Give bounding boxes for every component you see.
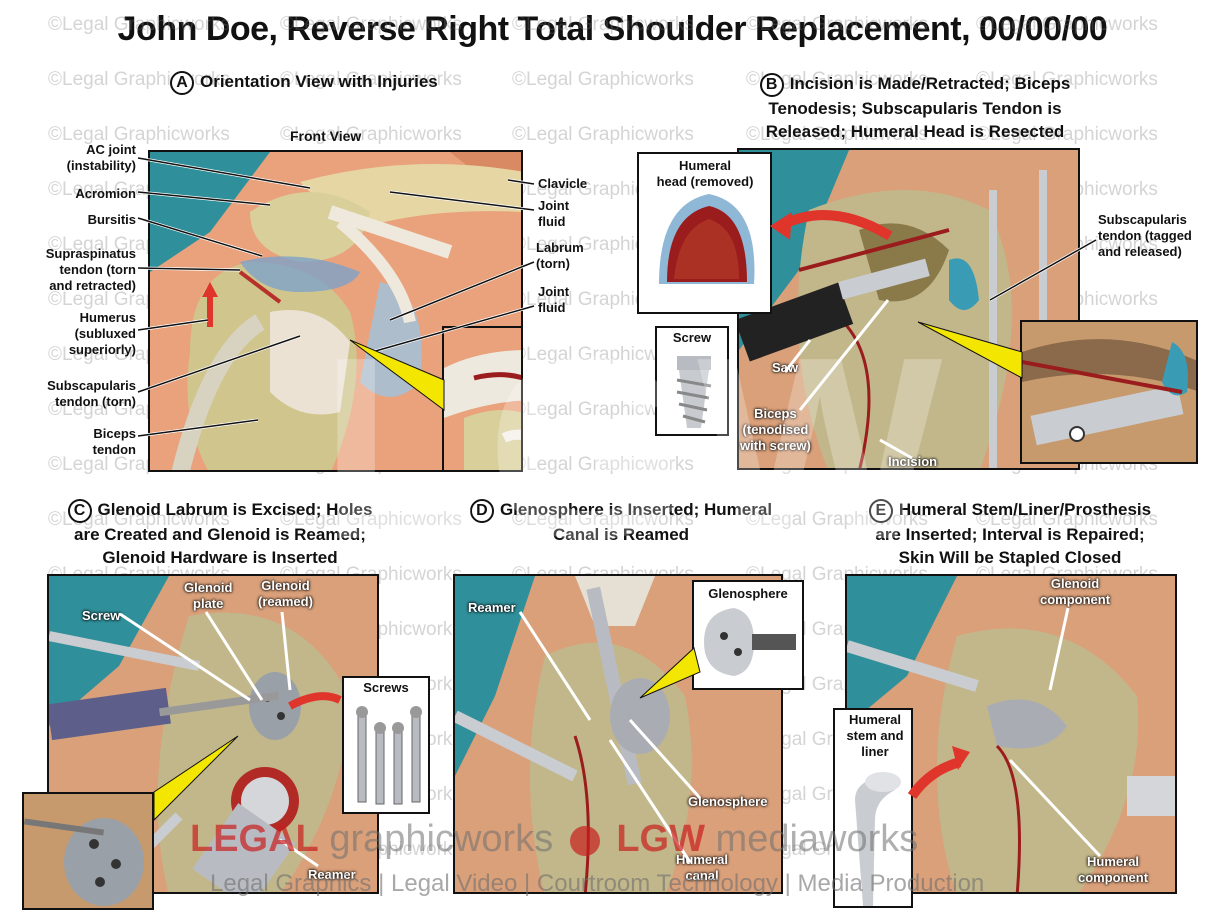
label-glenosphere-inset: Glenosphere [708,586,788,601]
label-glenoid-reamed: Glenoid (reamed) [258,578,313,609]
panel-d-letter: D [469,498,494,523]
screw-inset [655,326,729,436]
play-icon [569,825,600,856]
front-view-label: Front View [290,128,362,144]
label-joint-fluid-1: Joint fluid [538,198,570,229]
watermark-text: ©Legal Graphicworks [512,124,694,145]
panel-e-letter: E [868,498,893,523]
label-screws: Screws [363,680,409,695]
panel-c-zoom-inset [22,792,154,910]
footer-brand: LEGAL graphicworks LGW mediaworks [190,818,918,861]
label-humeral-head: Humeral head (removed) [656,158,754,189]
watermark-text: ©Legal Graphicworks [512,454,694,475]
footer-tagline: Legal Graphics | Legal Video | Courtroom… [210,870,985,897]
label-screw-b: Screw [672,330,712,345]
watermark-text: ©Legal Graphicworks [512,69,694,90]
label-screw-c: Screw [82,608,121,623]
label-humeral-component: Humeral component [1078,854,1149,885]
panel-b-zoom-inset [1020,320,1198,464]
glenosphere-inset [692,580,804,690]
label-incision: Incision [888,454,938,469]
label-ac-joint: AC joint (instability) [66,142,136,173]
label-biceps-tendon: Biceps tendon [92,426,136,457]
label-bursitis: Bursitis [87,212,136,227]
label-humeral-stem: Humeral stem and liner [846,712,904,759]
panel-a-letter: A [170,70,194,95]
label-subscapularis: Subscapularis tendon (torn) [47,378,136,409]
humeral-head-inset [637,152,772,314]
panel-a-illustration [148,150,523,472]
label-clavicle: Clavicle [538,176,588,191]
panel-c-letter: C [67,498,92,523]
label-humerus: Humerus (subluxed superiorly) [68,310,136,357]
panel-b-letter: B [759,72,784,97]
label-reamer-d: Reamer [468,600,516,615]
page-title: John Doe, Reverse Right Total Shoulder R… [117,10,1108,48]
label-acromion: Acromion [75,186,136,201]
label-glenoid-plate: Glenoid plate [184,580,233,611]
label-reamer-c: Reamer [308,867,356,882]
label-supraspinatus: Supraspinatus tendon (torn and retracted… [45,246,136,293]
screws-inset [342,676,430,814]
label-labrum: Labrum (torn) [536,240,584,271]
brand-mediaworks: mediaworks [715,818,919,860]
label-glenosphere: Glenosphere [688,794,768,809]
brand-graphicworks: graphicworks [329,818,554,860]
humeral-stem-inset [833,708,913,908]
label-joint-fluid-2: Joint fluid [538,284,570,315]
label-subscapularis-released: Subscapularis tendon (tagged and release… [1098,212,1192,259]
panel-a-zoom-inset [442,326,521,470]
label-biceps-tenodised: Biceps (tenodised with screw) [740,406,811,453]
label-saw: Saw [772,360,799,375]
brand-legal: LEGAL [190,818,319,860]
label-glenoid-component: Glenoid component [1040,576,1111,607]
brand-lgw: LGW [616,818,705,860]
